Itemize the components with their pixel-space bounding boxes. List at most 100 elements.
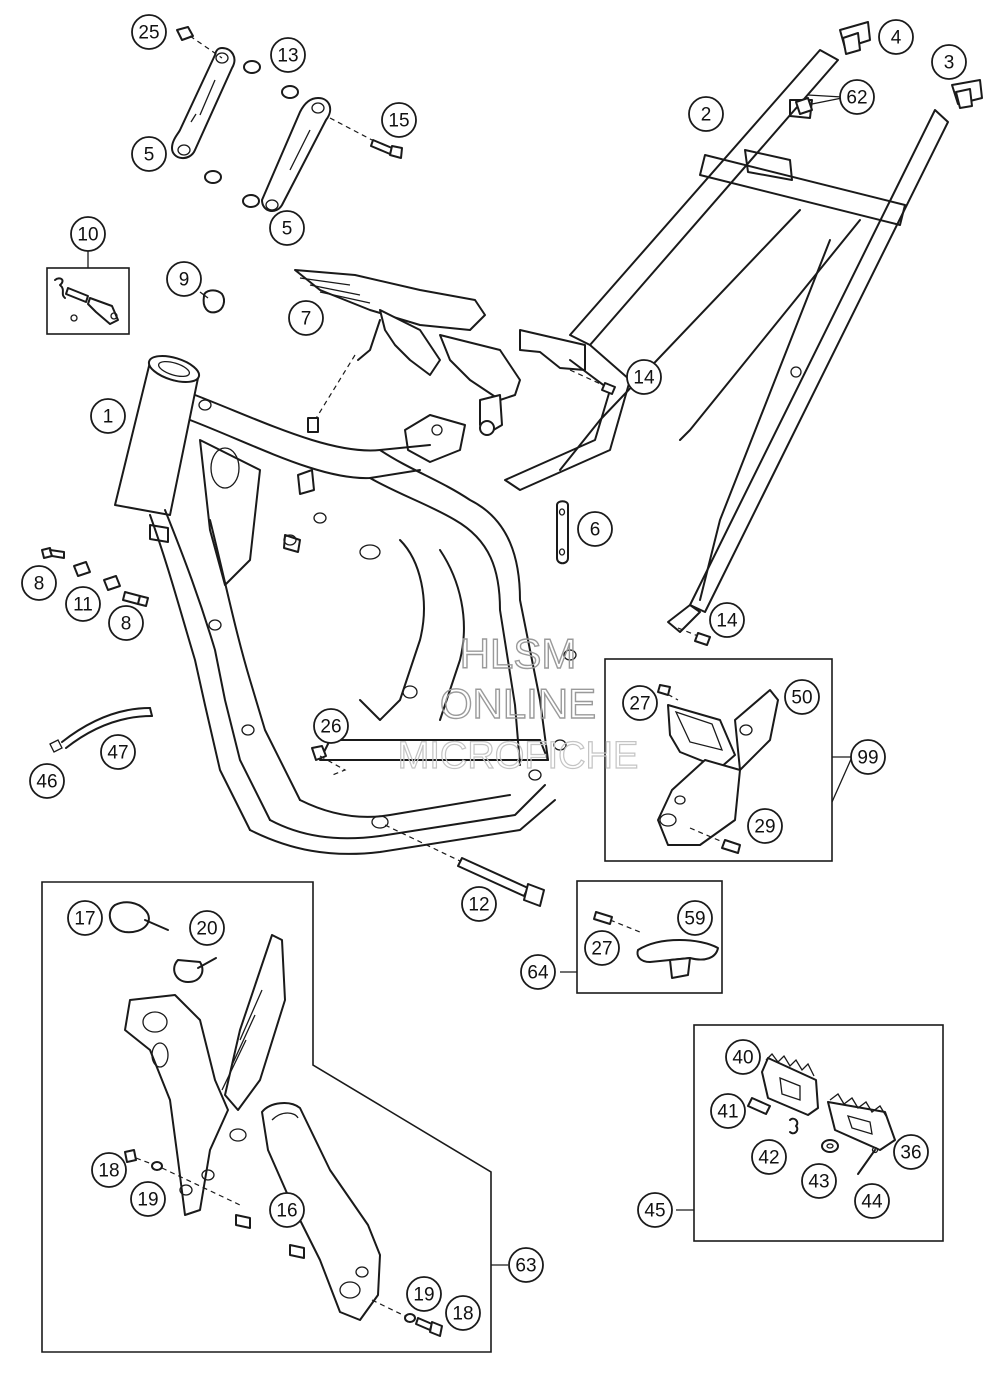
watermark: HLSM ONLINE MICROFICHE xyxy=(397,629,639,777)
svg-text:14: 14 xyxy=(633,368,655,389)
callout-63: 63 xyxy=(508,1247,544,1283)
svg-text:43: 43 xyxy=(808,1172,829,1193)
end-cap-4 xyxy=(839,21,871,55)
tank-bracket xyxy=(294,269,521,436)
svg-text:19: 19 xyxy=(137,1190,158,1211)
callout-6: 6 xyxy=(577,511,613,547)
callout-25: 25 xyxy=(131,14,167,50)
svg-text:ONLINE: ONLINE xyxy=(440,680,596,727)
callout-2: 2 xyxy=(688,96,724,132)
callout-12: 12 xyxy=(461,886,497,922)
svg-text:4: 4 xyxy=(891,28,902,49)
callout-19-right: 19 xyxy=(406,1276,442,1312)
svg-text:27: 27 xyxy=(591,939,612,960)
cable-tie-17 xyxy=(108,901,169,934)
callout-42: 42 xyxy=(751,1139,787,1175)
svg-text:62: 62 xyxy=(846,88,867,109)
callout-19-left: 19 xyxy=(130,1181,166,1217)
callout-10: 10 xyxy=(70,216,106,252)
callout-20: 20 xyxy=(189,910,225,946)
callout-15: 15 xyxy=(381,102,417,138)
svg-text:9: 9 xyxy=(179,270,190,291)
callout-3: 3 xyxy=(931,44,967,80)
svg-text:18: 18 xyxy=(452,1304,473,1325)
callout-4: 4 xyxy=(878,19,914,55)
callout-13: 13 xyxy=(270,37,306,73)
frame-protector-left xyxy=(124,934,286,1216)
footpeg-36 xyxy=(827,1093,896,1151)
callout-59: 59 xyxy=(677,900,713,936)
svg-text:16: 16 xyxy=(276,1201,297,1222)
svg-text:42: 42 xyxy=(758,1148,779,1169)
nut-26 xyxy=(311,745,347,777)
box-kit-45 xyxy=(693,1024,944,1242)
callout-18-right: 18 xyxy=(445,1295,481,1331)
callout-27-lower: 27 xyxy=(584,930,620,966)
vent-hose xyxy=(49,707,153,753)
svg-text:41: 41 xyxy=(717,1102,738,1123)
svg-text:27: 27 xyxy=(629,694,650,715)
callout-64: 64 xyxy=(520,954,556,990)
svg-text:20: 20 xyxy=(196,919,217,940)
callout-44: 44 xyxy=(854,1183,890,1219)
guard-59 xyxy=(593,911,719,979)
subframe xyxy=(504,49,949,633)
bolts-8-nuts-11 xyxy=(41,547,149,607)
callout-17: 17 xyxy=(67,900,103,936)
washer-43 xyxy=(821,1139,839,1153)
callout-47: 47 xyxy=(100,734,136,770)
footpeg-bracket xyxy=(657,684,779,854)
svg-text:5: 5 xyxy=(144,145,155,166)
svg-text:MICROFICHE: MICROFICHE xyxy=(398,735,639,777)
callout-1: 1 xyxy=(90,398,126,434)
footpeg-40 xyxy=(761,1053,819,1116)
washers-13 xyxy=(204,60,299,208)
svg-text:40: 40 xyxy=(732,1048,753,1069)
end-cap-3 xyxy=(951,79,983,109)
callout-45: 45 xyxy=(637,1192,673,1228)
callout-11: 11 xyxy=(65,586,101,622)
screws-18-washers-19 xyxy=(124,1149,443,1337)
main-frame xyxy=(114,355,577,855)
lock-kit xyxy=(54,277,119,325)
svg-text:12: 12 xyxy=(468,895,489,916)
svg-text:36: 36 xyxy=(900,1143,921,1164)
callout-62: 62 xyxy=(839,79,875,115)
callout-14-upper: 14 xyxy=(626,359,662,395)
svg-text:8: 8 xyxy=(34,574,45,595)
cotter-pin-44 xyxy=(857,1146,879,1175)
callout-50: 50 xyxy=(784,679,820,715)
svg-text:7: 7 xyxy=(301,309,312,330)
svg-text:26: 26 xyxy=(320,717,341,738)
svg-text:14: 14 xyxy=(716,611,738,632)
callout-18-left: 18 xyxy=(91,1152,127,1188)
callout-46: 46 xyxy=(29,763,65,799)
svg-text:8: 8 xyxy=(121,614,132,635)
bolt-62 xyxy=(795,97,843,115)
svg-text:64: 64 xyxy=(527,963,549,984)
box-kit-63 xyxy=(41,881,492,1353)
callout-41: 41 xyxy=(710,1093,746,1129)
bolt-14-upper xyxy=(569,369,616,395)
callout-27-upper: 27 xyxy=(622,685,658,721)
callout-40: 40 xyxy=(725,1039,761,1075)
svg-text:6: 6 xyxy=(590,520,601,541)
svg-text:50: 50 xyxy=(791,688,812,709)
callout-99: 99 xyxy=(850,739,886,775)
nut-25 xyxy=(176,26,223,59)
callout-43: 43 xyxy=(801,1163,837,1199)
callout-5-lower: 5 xyxy=(269,210,305,246)
svg-text:11: 11 xyxy=(73,595,93,616)
callout-7: 7 xyxy=(288,300,324,336)
svg-text:HLSM: HLSM xyxy=(460,630,577,677)
callout-8-upper: 8 xyxy=(21,565,57,601)
callout-26: 26 xyxy=(313,708,349,744)
svg-text:10: 10 xyxy=(77,225,98,246)
svg-text:99: 99 xyxy=(857,748,878,769)
svg-text:59: 59 xyxy=(684,909,705,930)
callout-5-upper: 5 xyxy=(131,136,167,172)
box-kit-99 xyxy=(604,658,833,862)
engine-mount-link-lower xyxy=(261,97,332,212)
svg-text:47: 47 xyxy=(107,743,128,764)
